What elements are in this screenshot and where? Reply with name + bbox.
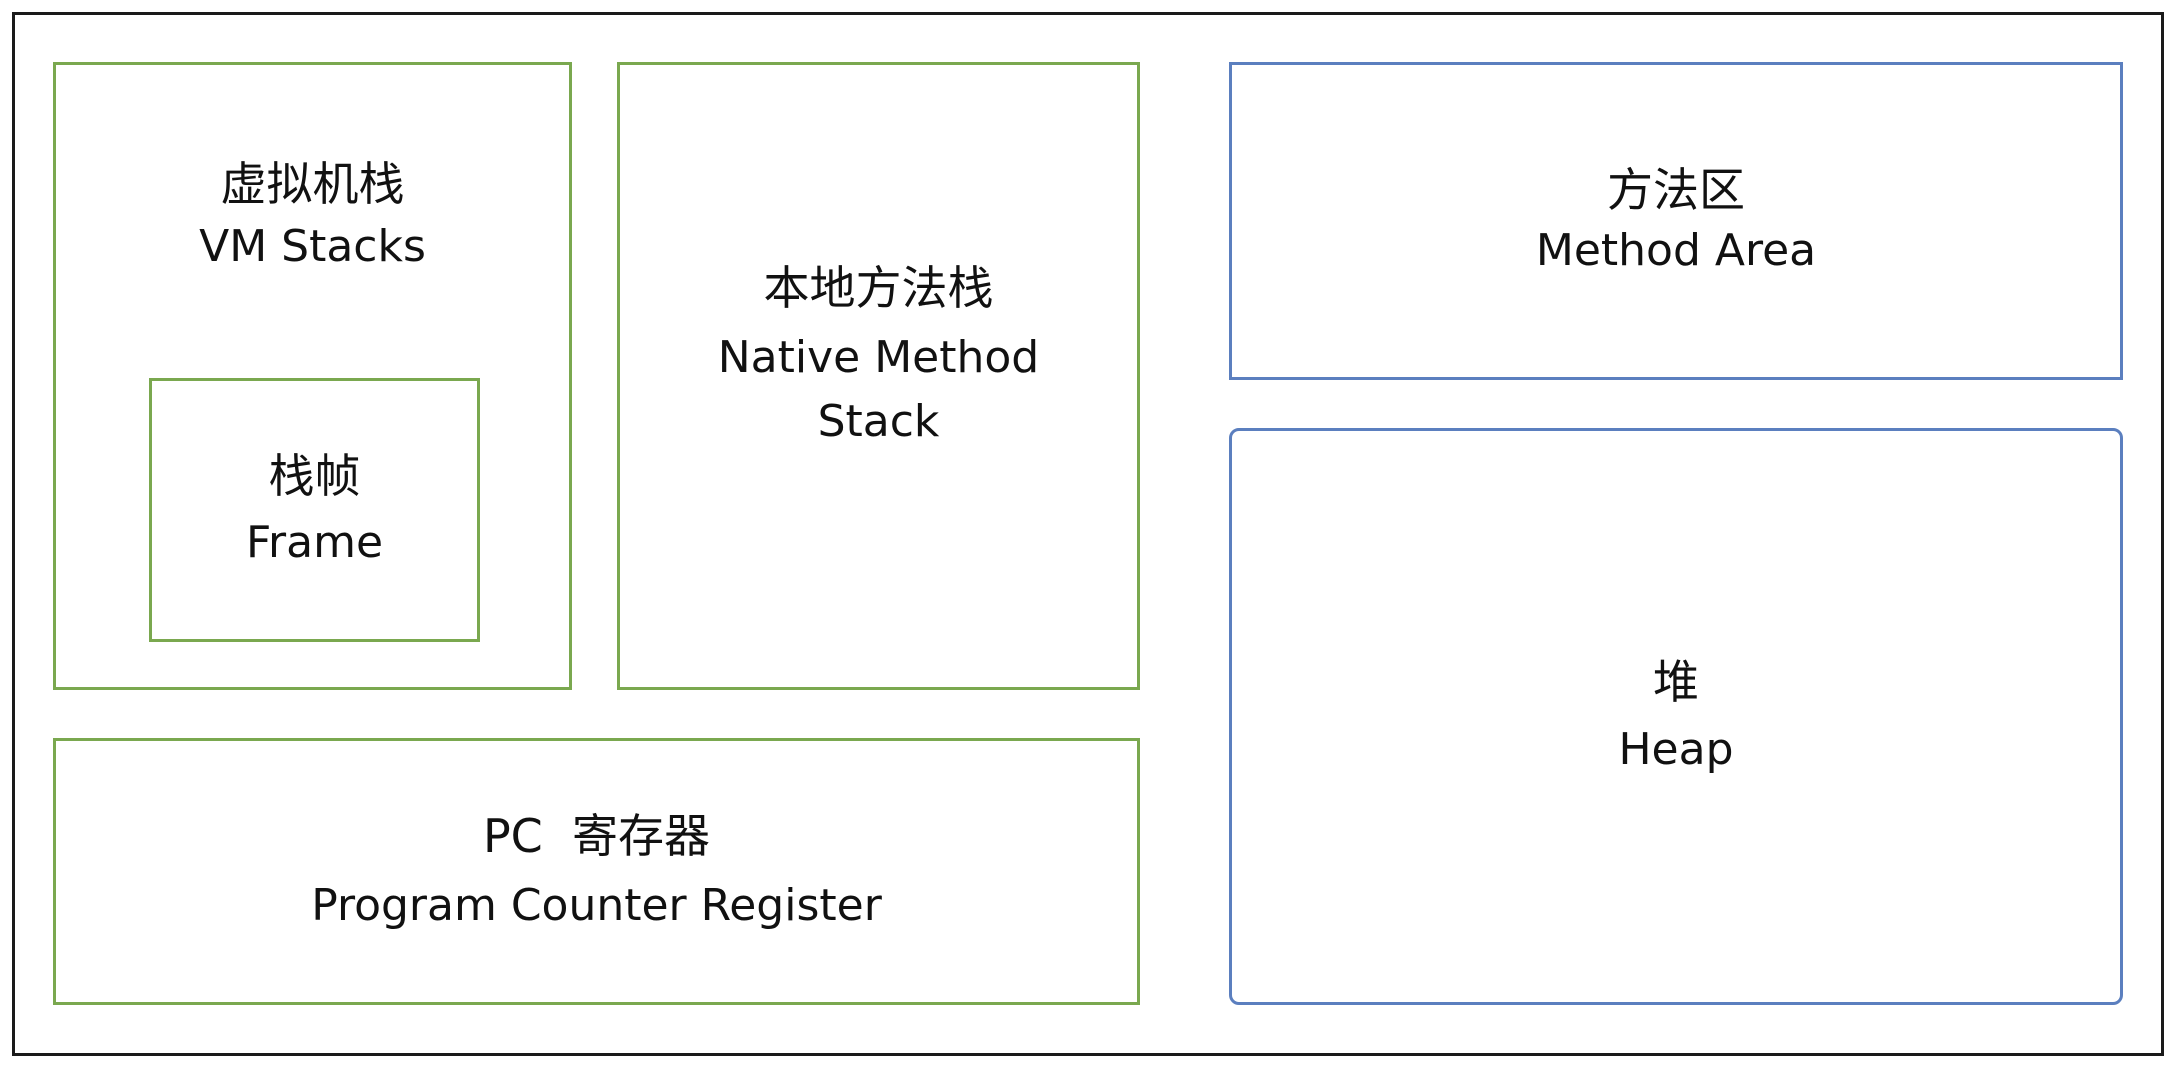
native-method-stack-box: 本地方法栈 Native Method Stack <box>617 62 1140 690</box>
frame-box: 栈帧 Frame <box>149 378 480 642</box>
jvm-runtime-diagram <box>12 12 2164 1056</box>
method-area-box: 方法区 Method Area <box>1229 62 2123 380</box>
vm-stacks-en-label: VM Stacks <box>199 221 426 273</box>
pc-register-box: PC 寄存器 Program Counter Register <box>53 738 1140 1005</box>
frame-zh-label: 栈帧 <box>268 448 361 503</box>
frame-en-label: Frame <box>245 517 384 568</box>
pc-register-en-label: Program Counter Register <box>311 879 882 931</box>
vm-stacks-zh-label: 虚拟机栈 <box>220 157 405 211</box>
vm-stacks-box: 虚拟机栈 VM Stacks <box>53 62 572 690</box>
native-method-stack-en-label: Native Method Stack <box>717 332 1040 447</box>
heap-en-label: Heap <box>1618 723 1734 775</box>
method-area-en-label: Method Area <box>1535 225 1817 276</box>
pc-register-zh-label: PC 寄存器 <box>482 809 711 864</box>
heap-box: 堆 Heap <box>1229 428 2123 1005</box>
method-area-zh-label: 方法区 <box>1607 162 1745 217</box>
heap-zh-label: 堆 <box>1653 655 1699 710</box>
native-method-stack-zh-label: 本地方法栈 <box>763 261 994 315</box>
